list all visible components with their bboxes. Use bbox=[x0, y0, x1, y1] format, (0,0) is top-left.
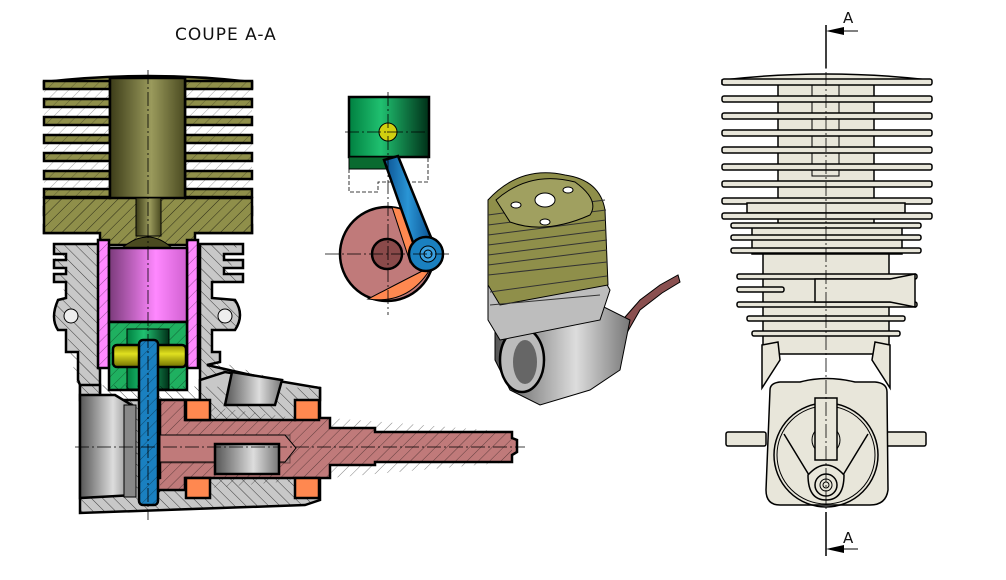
bearing bbox=[293, 476, 321, 500]
mount-hole bbox=[63, 308, 79, 324]
section-mark-top: A bbox=[843, 9, 854, 27]
section-line-a-a: A A bbox=[825, 9, 858, 556]
bearing bbox=[293, 398, 321, 422]
crankshaft bbox=[148, 398, 519, 504]
front-view bbox=[721, 73, 933, 508]
carburetor-port bbox=[223, 370, 284, 407]
cylinder-body bbox=[52, 242, 322, 402]
arrow-left-icon bbox=[826, 545, 844, 553]
arrow-left-icon bbox=[826, 27, 844, 35]
glow-plug-bore bbox=[108, 76, 187, 200]
crank-bore bbox=[213, 442, 281, 476]
section-mark-bottom: A bbox=[843, 529, 854, 547]
mount-hole bbox=[217, 308, 233, 324]
connecting-rod-section bbox=[137, 338, 160, 507]
engine-iso-view bbox=[487, 172, 681, 406]
section-view: COUPE A-A bbox=[42, 25, 525, 520]
piston-rod-detail bbox=[325, 92, 450, 315]
bearing bbox=[184, 476, 212, 500]
section-title: COUPE A-A bbox=[175, 25, 277, 45]
bearing bbox=[184, 398, 212, 422]
cylinder-head bbox=[42, 74, 254, 249]
